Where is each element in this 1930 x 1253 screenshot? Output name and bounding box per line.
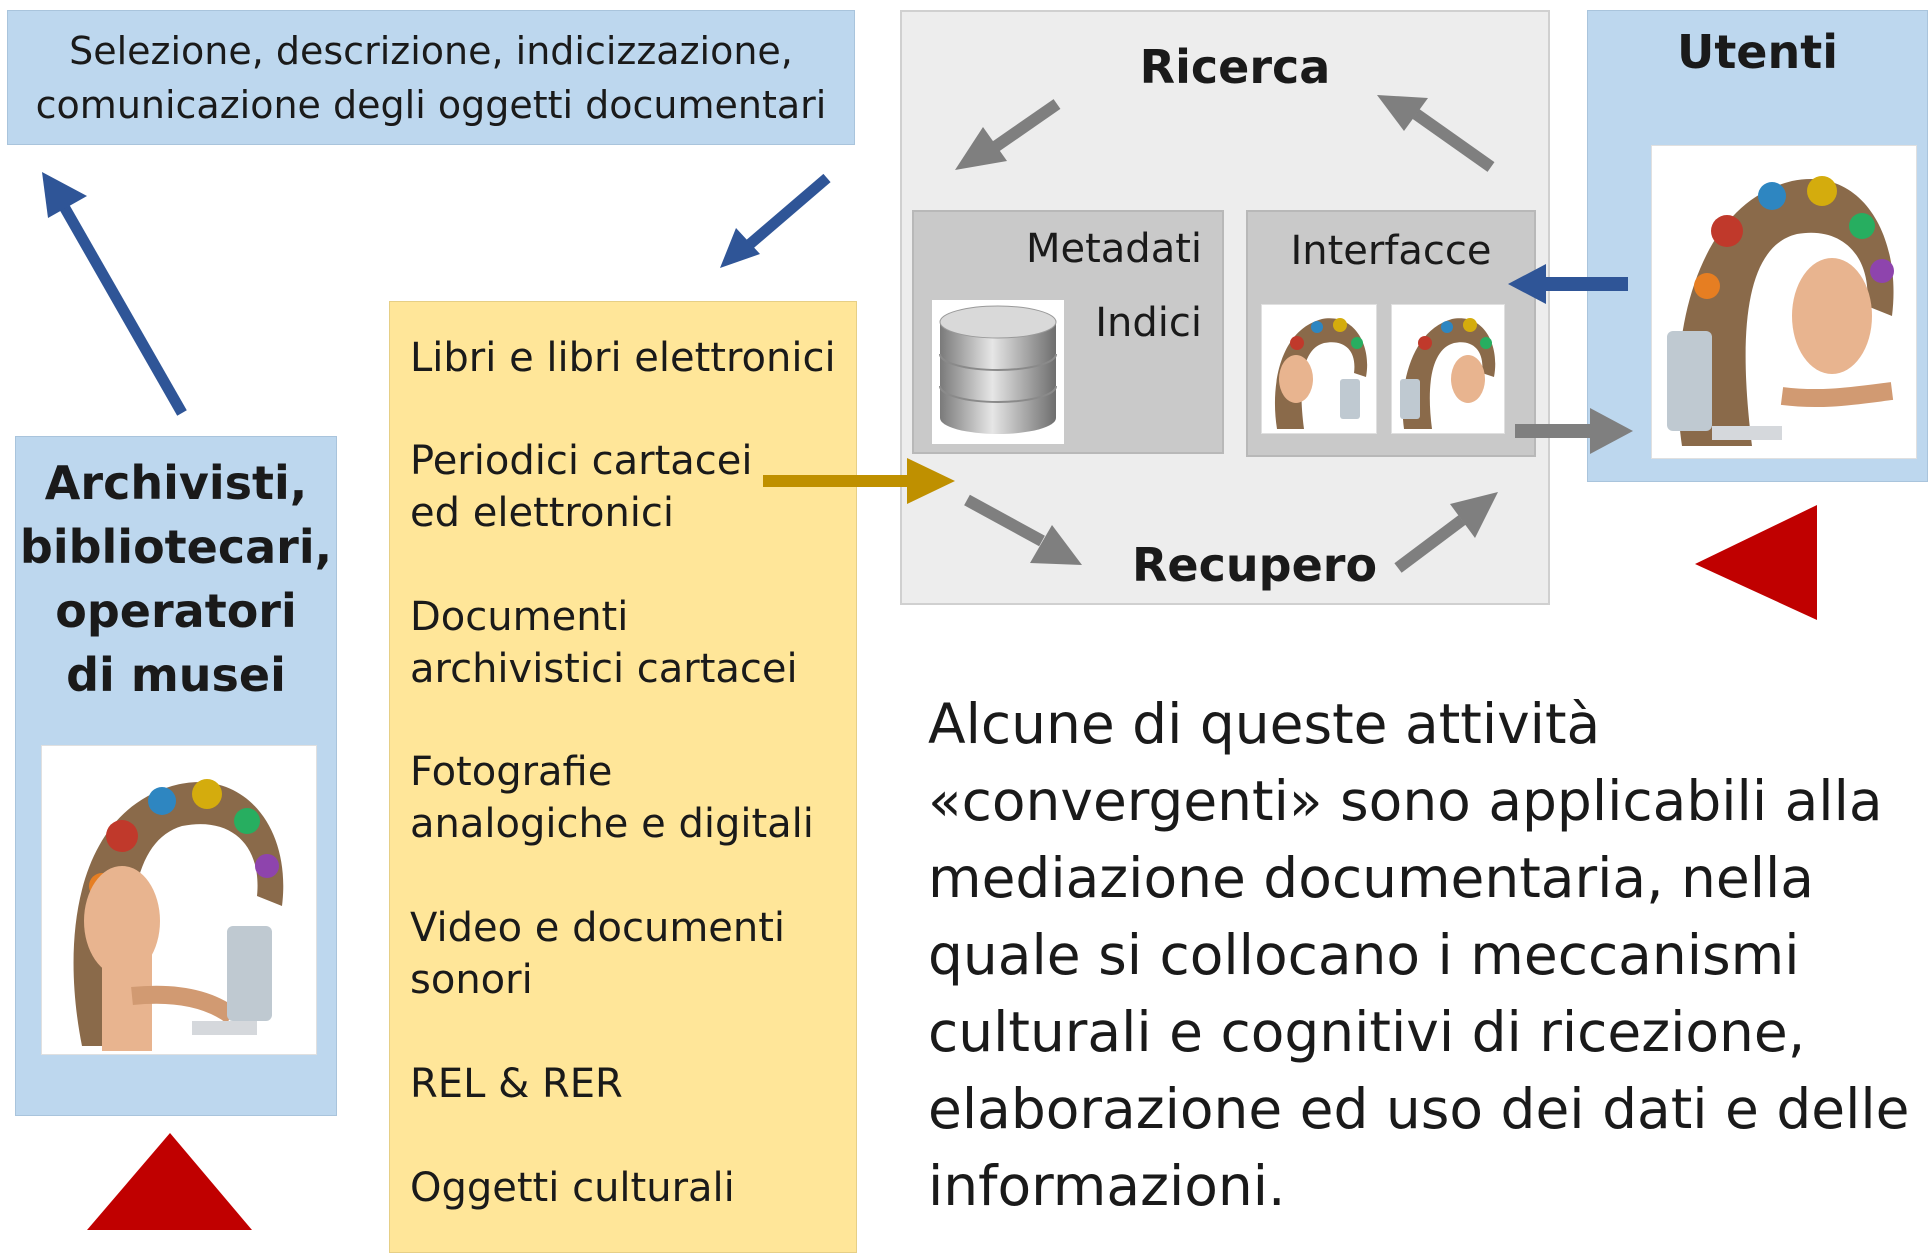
list-item: Documenti archivistici cartacei [410, 594, 798, 692]
note-paragraph: Alcune di queste attività «convergenti» … [928, 692, 1910, 1218]
metadata-label: Metadati [1025, 226, 1202, 272]
users-box: Utenti [1587, 10, 1928, 482]
list-item: Video e documenti sonori [410, 905, 786, 1003]
list-item: Libri e libri elettronici [410, 335, 836, 381]
users-title: Utenti [1676, 25, 1839, 79]
blue-arrow-up [42, 172, 187, 416]
search-label: Ricerca [1139, 40, 1331, 94]
list-item: Oggetti culturali [410, 1165, 735, 1211]
list-item: Periodici cartacei ed elettronici [410, 438, 753, 536]
metadata-box: Metadati Indici [912, 210, 1224, 454]
user-portrait [1651, 145, 1917, 459]
materials-list: Libri e libri elettronici Periodici cart… [389, 301, 857, 1253]
database-icon [932, 300, 1064, 444]
retrieval-label: Recupero [1132, 538, 1378, 592]
activities-box: Selezione, descrizione, indicizzazione, … [7, 10, 855, 145]
activities-text: Selezione, descrizione, indicizzazione, … [35, 28, 827, 127]
indexes-label: Indici [1095, 300, 1202, 346]
red-triangle-icon [87, 1133, 252, 1230]
list-item: REL & RER [410, 1061, 623, 1107]
interface-portrait-1 [1261, 304, 1377, 434]
interface-portrait-2 [1391, 304, 1505, 434]
archivist-portrait [41, 745, 317, 1055]
red-triangle-icon [1695, 505, 1817, 620]
list-item: Fotografie analogiche e digitali [410, 749, 814, 847]
interfaces-box: Interfacce [1246, 210, 1536, 457]
interfaces-label: Interfacce [1290, 228, 1492, 274]
archivists-title: Archivisti, bibliotecari, operatori di m… [19, 456, 333, 702]
blue-arrow-down [720, 173, 831, 268]
archivists-box: Archivisti, bibliotecari, operatori di m… [15, 436, 337, 1116]
